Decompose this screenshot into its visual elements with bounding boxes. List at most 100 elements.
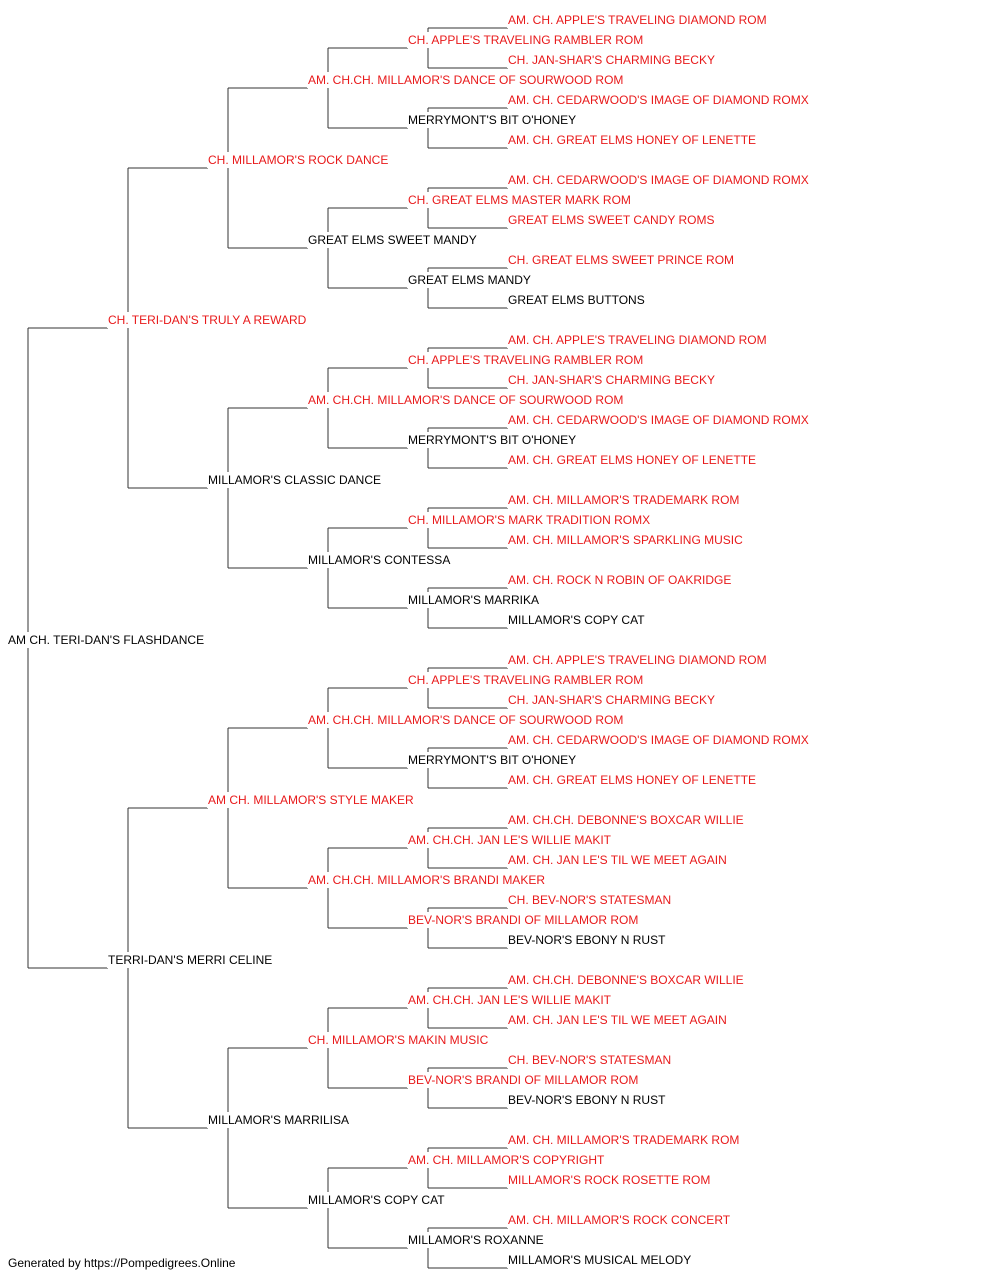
ggg-grandparent-name: AM. CH. APPLE'S TRAVELING DIAMOND ROM bbox=[508, 333, 767, 347]
label-backing bbox=[507, 1132, 741, 1148]
label-backing bbox=[407, 432, 578, 448]
gg-grandparent-name: CH. GREAT ELMS MASTER MARK ROM bbox=[408, 193, 631, 207]
label-backing bbox=[507, 1092, 668, 1108]
ggg-grandparent-name: CH. JAN-SHAR'S CHARMING BECKY bbox=[508, 53, 715, 67]
label-backing bbox=[107, 952, 274, 968]
label-backing bbox=[507, 852, 728, 868]
great-grandparent-name: MILLAMOR'S COPY CAT bbox=[308, 1193, 445, 1207]
great-grandparent-name: AM. CH.CH. MILLAMOR'S DANCE OF SOURWOOD … bbox=[308, 393, 623, 407]
label-backing bbox=[507, 372, 716, 388]
label-backing bbox=[407, 992, 613, 1008]
label-backing bbox=[507, 612, 647, 628]
ggg-grandparent-name: AM. CH.CH. DEBONNE'S BOXCAR WILLIE bbox=[508, 813, 744, 827]
label-backing bbox=[507, 972, 745, 988]
ggg-grandparent-name: BEV-NOR'S EBONY N RUST bbox=[508, 1093, 666, 1107]
label-backing bbox=[407, 192, 632, 208]
label-backing bbox=[407, 1072, 640, 1088]
ggg-grandparent-name: MILLAMOR'S MUSICAL MELODY bbox=[508, 1253, 691, 1267]
label-backing bbox=[407, 672, 645, 688]
label-backing bbox=[507, 692, 716, 708]
label-backing bbox=[407, 1232, 545, 1248]
label-backing bbox=[507, 1052, 673, 1068]
ggg-grandparent-name: AM. CH.CH. DEBONNE'S BOXCAR WILLIE bbox=[508, 973, 744, 987]
ggg-grandparent-name: CH. JAN-SHAR'S CHARMING BECKY bbox=[508, 693, 715, 707]
label-backing bbox=[507, 92, 810, 108]
gg-grandparent-name: MILLAMOR'S MARRIKA bbox=[408, 593, 539, 607]
label-backing bbox=[407, 272, 532, 288]
ggg-grandparent-name: CH. GREAT ELMS SWEET PRINCE ROM bbox=[508, 253, 734, 267]
gg-grandparent-name: MILLAMOR'S ROXANNE bbox=[408, 1233, 544, 1247]
ggg-grandparent-name: AM. CH. MILLAMOR'S SPARKLING MUSIC bbox=[508, 533, 743, 547]
label-backing bbox=[107, 312, 308, 328]
label-backing bbox=[507, 572, 733, 588]
ggg-grandparent-name: AM. CH. MILLAMOR'S ROCK CONCERT bbox=[508, 1213, 731, 1227]
label-backing bbox=[207, 1112, 350, 1128]
grandparent-name: CH. MILLAMOR'S ROCK DANCE bbox=[208, 153, 388, 167]
label-backing bbox=[407, 752, 578, 768]
ggg-grandparent-name: AM. CH. ROCK N ROBIN OF OAKRIDGE bbox=[508, 573, 731, 587]
great-grandparent-name: CH. MILLAMOR'S MAKIN MUSIC bbox=[308, 1033, 489, 1047]
ggg-grandparent-name: AM. CH. CEDARWOOD'S IMAGE OF DIAMOND ROM… bbox=[508, 173, 809, 187]
label-backing bbox=[307, 1032, 490, 1048]
subject-name: AM CH. TERI-DAN'S FLASHDANCE bbox=[8, 633, 204, 647]
label-backing bbox=[507, 132, 758, 148]
grandparent-name: AM CH. MILLAMOR'S STYLE MAKER bbox=[208, 793, 414, 807]
label-backing bbox=[7, 632, 206, 648]
label-backing bbox=[407, 112, 578, 128]
label-backing bbox=[307, 872, 547, 888]
great-grandparent-name: MILLAMOR'S CONTESSA bbox=[308, 553, 450, 567]
label-backing bbox=[507, 252, 736, 268]
label-backing bbox=[507, 492, 741, 508]
gg-grandparent-name: CH. APPLE'S TRAVELING RAMBLER ROM bbox=[408, 33, 643, 47]
label-backing bbox=[507, 532, 745, 548]
label-backing bbox=[407, 832, 613, 848]
ggg-grandparent-name: AM. CH. CEDARWOOD'S IMAGE OF DIAMOND ROM… bbox=[508, 413, 809, 427]
ggg-grandparent-name: AM. CH. MILLAMOR'S TRADEMARK ROM bbox=[508, 493, 739, 507]
label-backing bbox=[507, 1252, 693, 1268]
label-backing bbox=[407, 32, 645, 48]
label-backing bbox=[507, 452, 758, 468]
label-backing bbox=[307, 712, 625, 728]
label-backing bbox=[507, 332, 768, 348]
gg-grandparent-name: CH. APPLE'S TRAVELING RAMBLER ROM bbox=[408, 673, 643, 687]
gg-grandparent-name: AM. CH.CH. JAN LE'S WILLIE MAKIT bbox=[408, 993, 612, 1007]
label-backing bbox=[407, 1152, 606, 1168]
label-backing bbox=[407, 512, 652, 528]
ggg-grandparent-name: GREAT ELMS SWEET CANDY ROMS bbox=[508, 213, 714, 227]
label-backing bbox=[507, 292, 646, 308]
gg-grandparent-name: MERRYMONT'S BIT O'HONEY bbox=[408, 753, 576, 767]
great-grandparent-name: AM. CH.CH. MILLAMOR'S DANCE OF SOURWOOD … bbox=[308, 713, 623, 727]
ggg-grandparent-name: AM. CH. GREAT ELMS HONEY OF LENETTE bbox=[508, 133, 756, 147]
ggg-grandparent-name: CH. JAN-SHAR'S CHARMING BECKY bbox=[508, 373, 715, 387]
gg-grandparent-name: MERRYMONT'S BIT O'HONEY bbox=[408, 113, 576, 127]
label-backing bbox=[307, 552, 452, 568]
gg-grandparent-name: CH. APPLE'S TRAVELING RAMBLER ROM bbox=[408, 353, 643, 367]
label-backing bbox=[507, 812, 745, 828]
ggg-grandparent-name: AM. CH. CEDARWOOD'S IMAGE OF DIAMOND ROM… bbox=[508, 93, 809, 107]
label-backing bbox=[407, 352, 645, 368]
label-backing bbox=[507, 892, 673, 908]
ggg-grandparent-name: AM. CH. CEDARWOOD'S IMAGE OF DIAMOND ROM… bbox=[508, 733, 809, 747]
gg-grandparent-name: MERRYMONT'S BIT O'HONEY bbox=[408, 433, 576, 447]
great-grandparent-name: AM. CH.CH. MILLAMOR'S BRANDI MAKER bbox=[308, 873, 545, 887]
gg-grandparent-name: GREAT ELMS MANDY bbox=[408, 273, 531, 287]
label-backing bbox=[507, 932, 668, 948]
ggg-grandparent-name: MILLAMOR'S ROCK ROSETTE ROM bbox=[508, 1173, 710, 1187]
generated-by-footer: Generated by https://Pompedigrees.Online bbox=[8, 1256, 236, 1270]
great-grandparent-name: GREAT ELMS SWEET MANDY bbox=[308, 233, 477, 247]
label-backing bbox=[507, 772, 758, 788]
gg-grandparent-name: AM. CH. MILLAMOR'S COPYRIGHT bbox=[408, 1153, 605, 1167]
label-backing bbox=[307, 72, 625, 88]
gg-grandparent-name: CH. MILLAMOR'S MARK TRADITION ROMX bbox=[408, 513, 650, 527]
label-backing bbox=[507, 172, 810, 188]
ggg-grandparent-name: AM. CH. GREAT ELMS HONEY OF LENETTE bbox=[508, 773, 756, 787]
label-backing bbox=[207, 792, 415, 808]
gg-grandparent-name: AM. CH.CH. JAN LE'S WILLIE MAKIT bbox=[408, 833, 612, 847]
ggg-grandparent-name: AM. CH. APPLE'S TRAVELING DIAMOND ROM bbox=[508, 653, 767, 667]
label-backing bbox=[307, 1192, 447, 1208]
gg-grandparent-name: BEV-NOR'S BRANDI OF MILLAMOR ROM bbox=[408, 1073, 638, 1087]
label-backing bbox=[507, 652, 768, 668]
label-backing bbox=[507, 412, 810, 428]
ggg-grandparent-name: AM. CH. MILLAMOR'S TRADEMARK ROM bbox=[508, 1133, 739, 1147]
